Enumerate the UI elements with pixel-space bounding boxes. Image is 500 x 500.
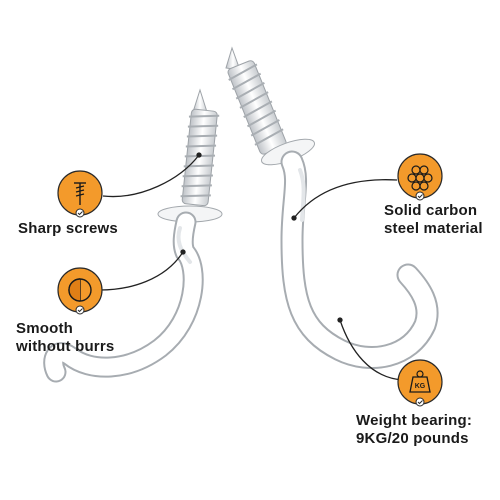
weight-icon: KG [409,370,431,393]
left-hook-body [45,213,202,381]
right-cup-hook [225,46,439,369]
feature-label-smooth-line1: Smooth [16,320,74,337]
badge-steel [397,153,443,201]
feature-label-weight-line2: 9KG/20 pounds [356,430,469,447]
feature-label-weight: Weight bearing: 9KG/20 pounds [356,412,472,448]
screw-icon [74,182,86,205]
badge-sharp [57,170,103,218]
check-circle-icon [75,208,85,218]
leader-dot-sharp [196,152,202,158]
feature-label-sharp-text: Sharp screws [18,220,118,237]
leader-lines [99,152,404,381]
badge-steel-circle [397,153,443,199]
check-circle-icon [415,191,425,201]
steel-rods-icon [407,165,433,191]
leader-dot-steel [291,215,297,221]
feature-label-steel-line1: Solid carbon [384,202,478,219]
right-screw-threads [228,63,284,146]
leader-line-smooth [99,251,184,291]
badge-weight: KG [397,359,443,407]
right-screw-shank [227,60,287,155]
leader-line-steel [293,179,398,219]
left-screw-tip [192,88,208,113]
feature-label-smooth-line2: without burrs [16,338,115,355]
feature-label-sharp: Sharp screws [18,220,118,238]
check-circle-icon [415,397,425,407]
half-circle-icon [68,278,92,302]
feature-label-smooth: Smooth without burrs [16,320,114,356]
leader-line-sharp [102,154,200,198]
feature-label-weight-line1: Weight bearing: [356,412,473,429]
check-circle-icon [75,305,85,315]
leader-dot-smooth [180,249,186,255]
leader-dot-weight [337,317,343,323]
feature-label-steel-line2: steel material [384,220,483,237]
leader-line-weight [339,319,404,381]
weight-icon-text: KG [415,383,426,390]
right-hook-body [282,152,437,367]
badge-smooth [57,267,103,315]
feature-label-steel: Solid carbon steel material [384,202,483,238]
badge-weight-circle [397,359,443,405]
